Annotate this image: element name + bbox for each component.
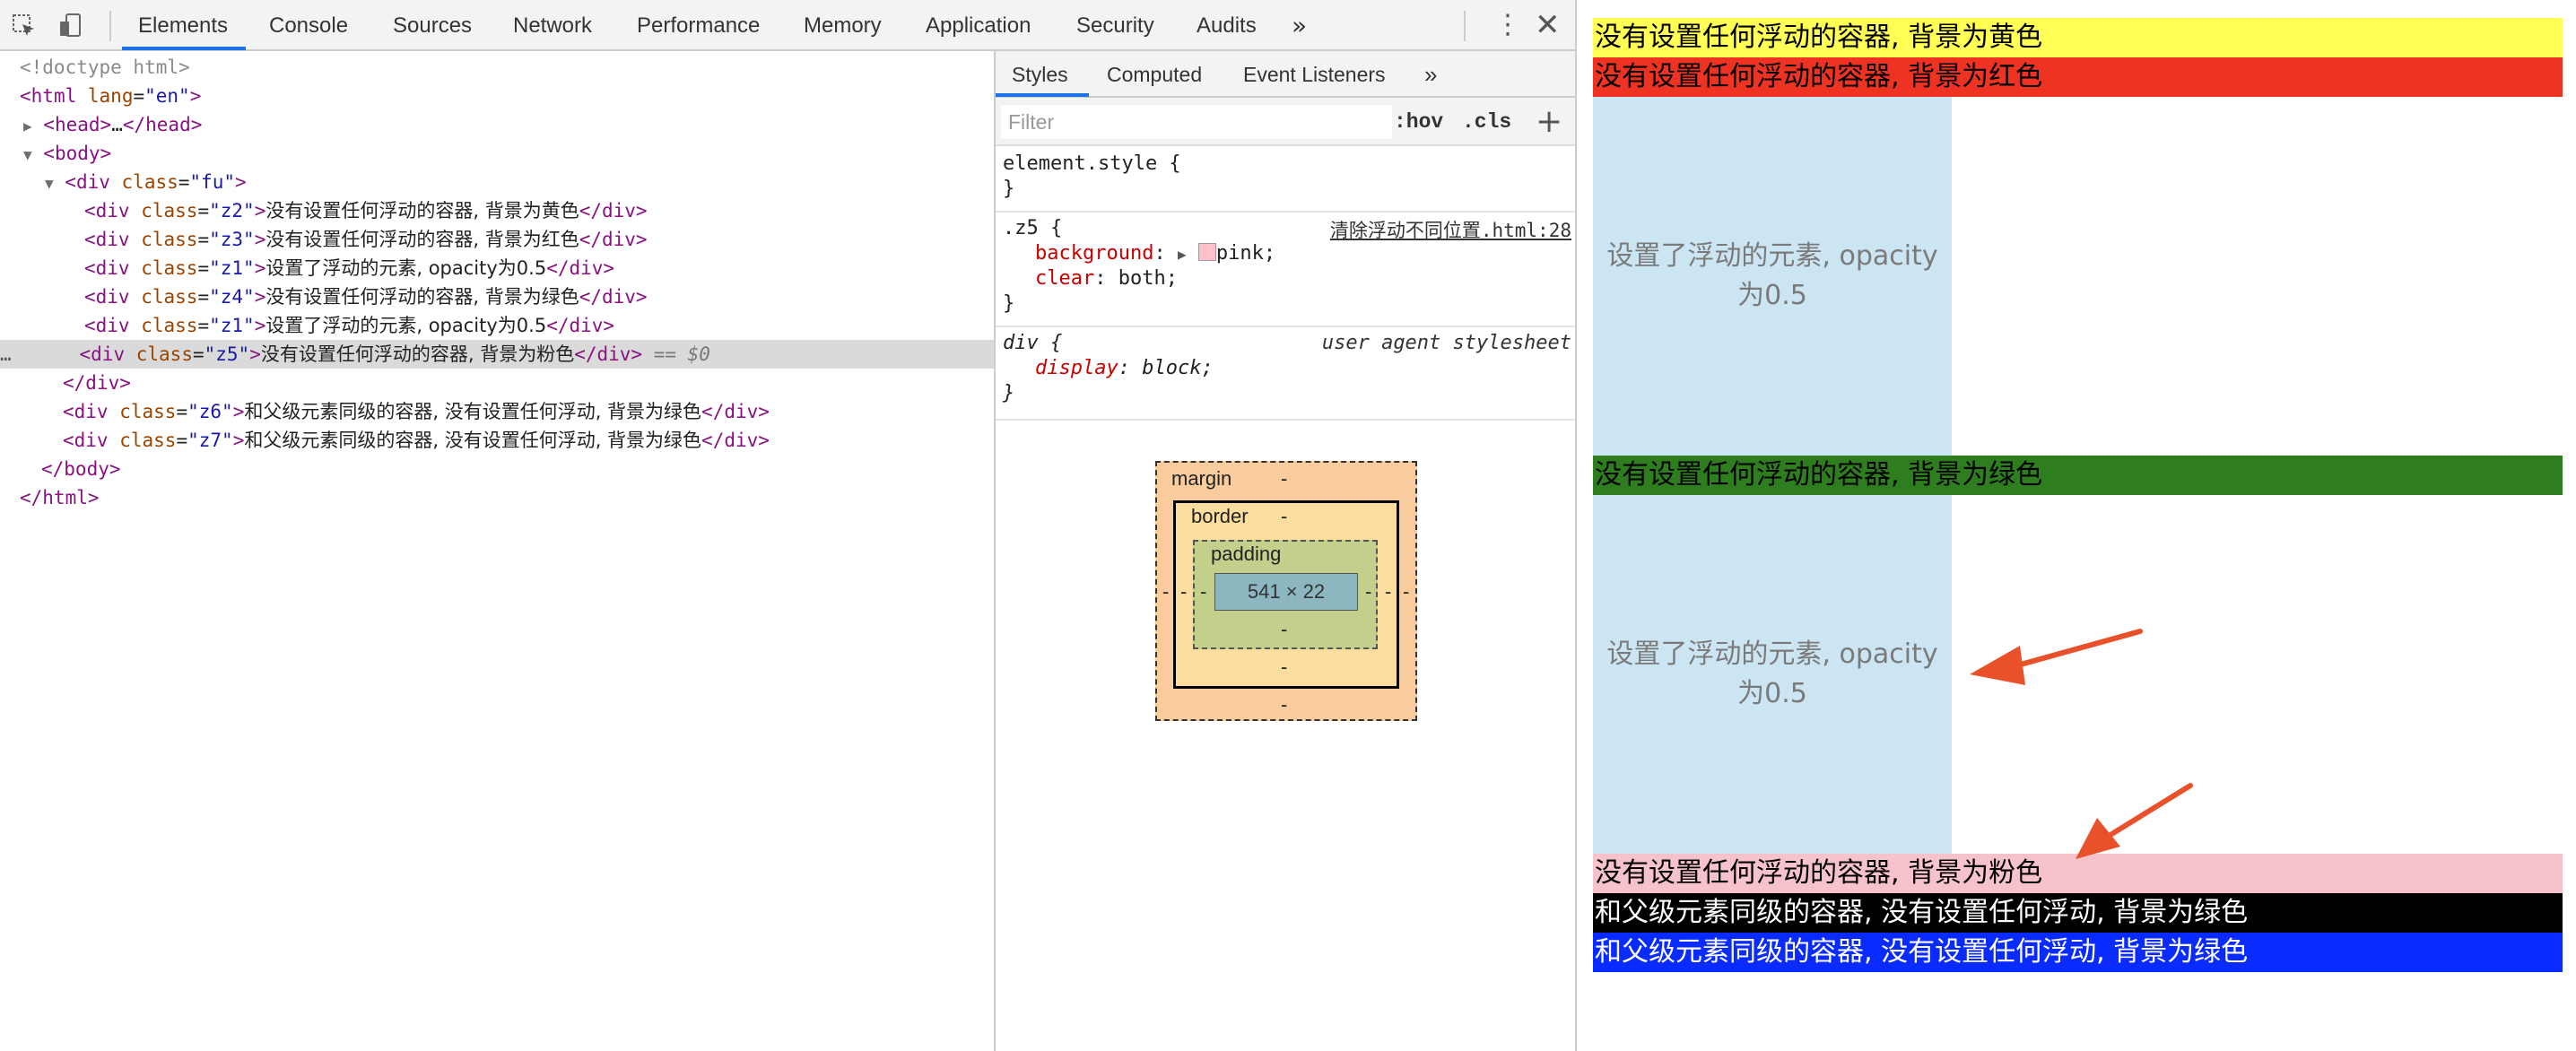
tab-memory[interactable]: Memory [804, 13, 882, 38]
css-clear-property[interactable]: clear: both; [1035, 267, 1178, 290]
expand-triangle-icon[interactable]: ▶ [23, 117, 32, 135]
color-swatch-icon[interactable] [1197, 243, 1216, 261]
css-close-brace: } [1003, 178, 1015, 200]
rule-z5-source-link[interactable]: 清除浮动不同位置.html:28 [1329, 220, 1571, 241]
margin-right-value[interactable]: - [1403, 580, 1410, 603]
collapse-triangle-icon[interactable]: ▼ [45, 175, 54, 192]
tab-sources[interactable]: Sources [393, 13, 473, 38]
border-right-value[interactable]: - [1385, 580, 1392, 603]
filter-input[interactable] [1001, 105, 1392, 139]
cls-button[interactable]: .cls [1462, 110, 1512, 134]
inspect-element-icon[interactable] [11, 13, 38, 39]
border-label: border [1191, 505, 1249, 527]
dom-div-close[interactable]: </div> [63, 372, 131, 394]
devtools-panel: Elements Console Sources Network Perform… [0, 0, 1577, 1051]
user-agent-stylesheet-label: user agent stylesheet [1321, 332, 1571, 354]
close-icon[interactable]: ✕ [1535, 7, 1561, 43]
annotation-arrows [1970, 629, 2193, 859]
element-style-selector: element.style { [1003, 152, 1181, 175]
margin-top-value[interactable]: - [1281, 467, 1288, 490]
more-subtabs-button[interactable]: » [1424, 61, 1438, 88]
filter-bar: :hov .cls + [996, 98, 1577, 146]
tab-security[interactable]: Security [1076, 13, 1154, 38]
float-box-1: 设置了浮动的元素, opacity为0.5 [1593, 97, 1952, 456]
tab-console[interactable]: Console [269, 13, 349, 38]
tab-elements[interactable]: Elements [138, 13, 229, 38]
padding-right-value[interactable]: - [1365, 580, 1372, 603]
black-sibling-bar: 和父级元素同级的容器, 没有设置任何浮动, 背景为绿色 [1593, 893, 2563, 933]
device-toolbar-icon[interactable] [57, 13, 84, 39]
dom-tree: <!doctype html> <html lang="en"> ▶ <head… [0, 51, 994, 1051]
green-bar: 没有设置任何浮动的容器, 背景为绿色 [1593, 456, 2563, 495]
dom-child-z1[interactable]: <div class="z1">设置了浮动的元素, opacity为0.5</d… [84, 315, 615, 336]
rule-z5-selector[interactable]: .z5 { [1003, 217, 1063, 239]
css-close-brace: } [1003, 292, 1015, 315]
css-background-property[interactable]: background: ▶ pink; [1035, 242, 1276, 265]
dom-child-z3[interactable]: <div class="z3">没有设置任何浮动的容器, 背景为红色</div> [84, 229, 648, 250]
hov-button[interactable]: :hov [1394, 110, 1444, 134]
dom-body[interactable]: ▼ <body> [23, 143, 112, 164]
tab-styles[interactable]: Styles [1012, 63, 1068, 86]
blue-sibling-bar: 和父级元素同级的容器, 没有设置任何浮动, 背景为绿色 [1593, 933, 2563, 972]
tab-audits[interactable]: Audits [1197, 13, 1257, 38]
dom-html[interactable]: <html lang="en"> [20, 85, 202, 107]
dom-head[interactable]: ▶ <head>…</head> [23, 114, 203, 135]
boxmodel-content[interactable]: 541 × 22 [1214, 573, 1358, 611]
css-close-brace: } [1003, 382, 1015, 404]
dom-child-z5-selected[interactable]: … <div class="z5">没有设置任何浮动的容器, 背景为粉色</di… [0, 340, 994, 369]
tab-computed[interactable]: Computed [1107, 63, 1203, 86]
dom-div-fu[interactable]: ▼ <div class="fu"> [45, 171, 247, 193]
tab-network[interactable]: Network [513, 13, 593, 38]
border-left-value[interactable]: - [1180, 580, 1188, 603]
padding-bottom-value[interactable]: - [1281, 618, 1288, 640]
rule-div-selector[interactable]: div { [1003, 332, 1063, 354]
dom-doctype[interactable]: <!doctype html> [20, 56, 190, 78]
tab-application[interactable]: Application [926, 13, 1031, 38]
padding-left-value[interactable]: - [1200, 580, 1207, 603]
rendered-page: 没有设置任何浮动的容器, 背景为黄色 没有设置任何浮动的容器, 背景为红色 设置… [1577, 0, 2576, 1051]
arrow-icon [1970, 629, 2143, 685]
dom-sibling-z7[interactable]: <div class="z7">和父级元素同级的容器, 没有设置任何浮动, 背景… [63, 430, 770, 451]
yellow-bar: 没有设置任何浮动的容器, 背景为黄色 [1593, 18, 2563, 57]
dom-body-close[interactable]: </body> [41, 458, 121, 480]
kebab-menu-icon[interactable]: ⋮ [1494, 9, 1521, 40]
margin-left-value[interactable]: - [1162, 580, 1170, 603]
dom-child-z4[interactable]: <div class="z4">没有设置任何浮动的容器, 背景为绿色</div> [84, 286, 648, 308]
pink-bar: 没有设置任何浮动的容器, 背景为粉色 [1593, 854, 2563, 893]
new-style-rule-button[interactable]: + [1536, 103, 1563, 140]
margin-bottom-value[interactable]: - [1281, 693, 1288, 716]
tab-performance[interactable]: Performance [637, 13, 761, 38]
border-top-value[interactable]: - [1281, 505, 1288, 527]
red-bar: 没有设置任何浮动的容器, 背景为红色 [1593, 57, 2563, 97]
css-display-property[interactable]: display: block; [1035, 357, 1214, 379]
margin-label: margin [1171, 467, 1232, 490]
dom-sibling-z6[interactable]: <div class="z6">和父级元素同级的容器, 没有设置任何浮动, 背景… [63, 401, 770, 422]
float-box-2: 设置了浮动的元素, opacity为0.5 [1593, 495, 1952, 854]
tab-event-listeners[interactable]: Event Listeners [1243, 63, 1386, 86]
more-tabs-button[interactable]: » [1292, 11, 1308, 40]
devtools-toolbar: Elements Console Sources Network Perform… [0, 0, 1577, 51]
dom-child-z1[interactable]: <div class="z1">设置了浮动的元素, opacity为0.5</d… [84, 257, 615, 279]
styles-pane: Styles Computed Event Listeners » :hov .… [996, 51, 1577, 1051]
styles-subtabs: Styles Computed Event Listeners » [996, 51, 1577, 98]
dom-html-close[interactable]: </html> [20, 487, 100, 508]
border-bottom-value[interactable]: - [1281, 656, 1288, 678]
padding-label: padding [1211, 543, 1282, 565]
arrow-icon [2076, 783, 2193, 859]
collapse-triangle-icon[interactable]: ▼ [23, 146, 32, 163]
dom-child-z2[interactable]: <div class="z2">没有设置任何浮动的容器, 背景为黄色</div> [84, 200, 648, 221]
